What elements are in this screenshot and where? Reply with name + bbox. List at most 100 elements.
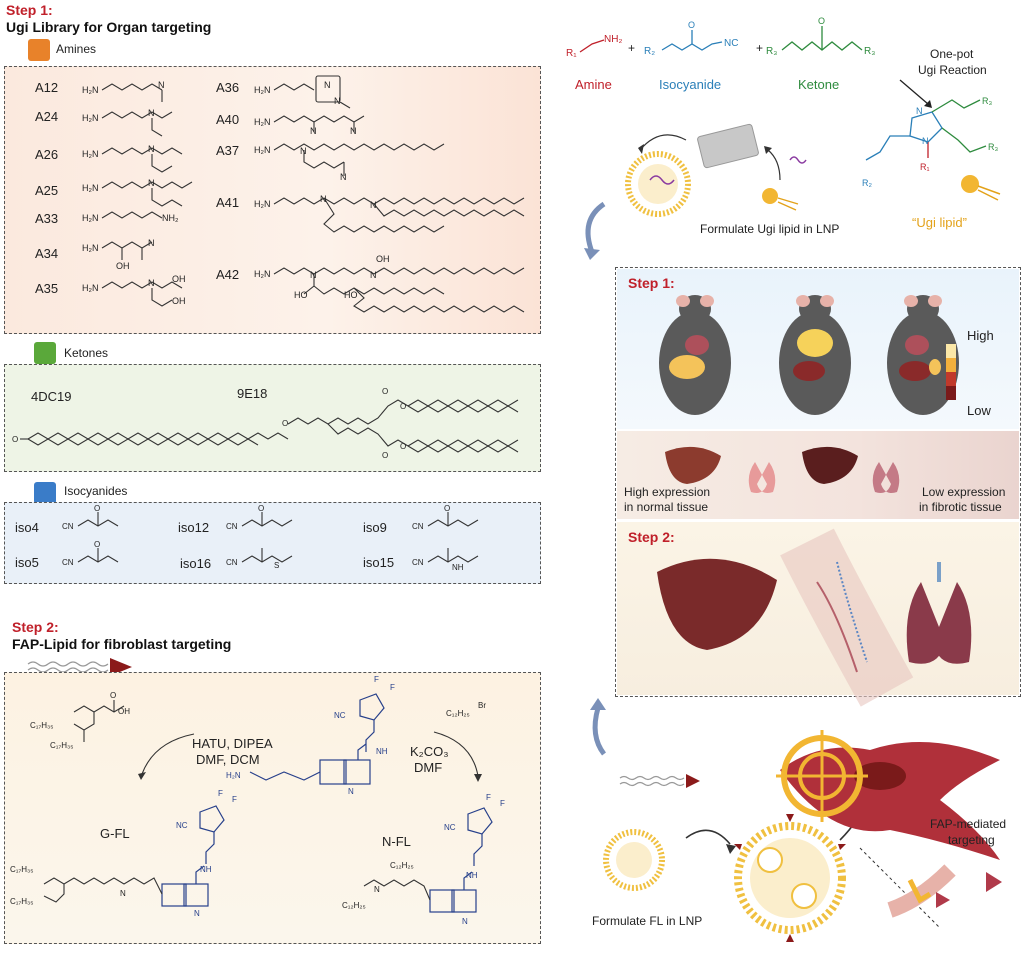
- svg-text:H₂N: H₂N: [82, 149, 99, 159]
- svg-text:H₂N: H₂N: [82, 85, 99, 95]
- svg-text:CN: CN: [62, 558, 74, 567]
- svg-text:NH₂: NH₂: [162, 213, 179, 223]
- svg-text:CN: CN: [226, 558, 238, 567]
- svg-text:R₃: R₃: [766, 46, 777, 57]
- condition-right-2: DMF: [414, 760, 443, 775]
- svg-text:NH: NH: [200, 865, 212, 874]
- svg-text:F: F: [486, 793, 491, 802]
- svg-text:F: F: [500, 799, 505, 808]
- onepot-label-1: One-pot: [930, 47, 974, 61]
- isocyanide-reagent-label: Isocyanide: [659, 77, 722, 92]
- svg-text:R₃: R₃: [982, 96, 992, 106]
- svg-text:N: N: [916, 106, 923, 116]
- svg-text:C₁₂H₂₅: C₁₂H₂₅: [390, 861, 414, 870]
- svg-text:R₃: R₃: [864, 46, 875, 57]
- svg-text:C₁₂H₂₅: C₁₂H₂₅: [342, 901, 366, 910]
- flow-arrow-icon: [584, 201, 606, 260]
- legend-low: Low: [967, 403, 991, 418]
- svg-text:H₂N: H₂N: [82, 283, 99, 293]
- isocyanide-label: iso9: [363, 520, 387, 535]
- svg-text:N: N: [370, 270, 377, 280]
- svg-text:O: O: [110, 691, 116, 700]
- svg-text:C₁₇H₃₅: C₁₇H₃₅: [30, 721, 53, 730]
- svg-text:N: N: [922, 136, 929, 146]
- svg-text:Br: Br: [478, 701, 486, 710]
- right-step2-label: Step 2:: [628, 529, 675, 545]
- svg-text:N: N: [148, 238, 155, 248]
- isocyanide-label: iso16: [180, 556, 212, 571]
- svg-text:N: N: [148, 144, 155, 154]
- svg-text:OH: OH: [376, 254, 390, 264]
- svg-text:C₁₇H₃₅: C₁₇H₃₅: [50, 741, 73, 750]
- low-expression-2: in fibrotic tissue: [919, 500, 1002, 514]
- svg-text:N: N: [194, 909, 200, 918]
- amine-label: A24: [35, 109, 59, 124]
- condition-left-2: DMF, DCM: [196, 752, 260, 767]
- svg-text:R₃: R₃: [988, 142, 998, 152]
- svg-text:O: O: [400, 402, 406, 411]
- svg-text:H₂N: H₂N: [82, 243, 99, 253]
- isocyanide-label: iso15: [363, 555, 395, 570]
- svg-text:O: O: [258, 504, 264, 513]
- svg-text:N: N: [310, 126, 317, 136]
- svg-text:OH: OH: [172, 274, 186, 284]
- amine-label: A33: [35, 211, 59, 226]
- isocyanide-label: iso4: [15, 520, 39, 535]
- svg-text:N: N: [350, 126, 357, 136]
- isocyanides-tag: Isocyanides: [64, 484, 128, 498]
- amine-label: A12: [35, 80, 59, 95]
- legend-high: High: [967, 328, 994, 343]
- svg-text:R₂: R₂: [862, 178, 872, 188]
- svg-text:HO: HO: [344, 290, 358, 300]
- svg-text:NC: NC: [176, 821, 188, 830]
- svg-text:H₂N: H₂N: [254, 199, 271, 209]
- step1-label: Step 1:: [6, 2, 53, 18]
- amine-label: A26: [35, 147, 59, 162]
- svg-text:H₂N: H₂N: [254, 269, 271, 279]
- svg-text:NH: NH: [452, 563, 464, 572]
- svg-text:+: +: [628, 41, 635, 55]
- svg-text:O: O: [94, 540, 100, 549]
- svg-text:O: O: [688, 20, 695, 30]
- svg-text:N: N: [348, 787, 354, 796]
- svg-text:H₂N: H₂N: [254, 85, 271, 95]
- fibrotic-organs-icons: [657, 528, 972, 707]
- amine-label: A41: [216, 195, 240, 210]
- svg-text:NC: NC: [444, 823, 456, 832]
- condition-right-1: K₂CO₃: [410, 744, 449, 759]
- svg-text:N: N: [310, 270, 317, 280]
- amine-label: A37: [216, 143, 240, 158]
- ugi-lnp-formulation: [625, 123, 807, 217]
- svg-text:O: O: [382, 387, 388, 396]
- svg-text:N: N: [120, 889, 126, 898]
- svg-text:H₂N: H₂N: [82, 183, 99, 193]
- step1-title: Ugi Library for Organ targeting: [6, 19, 212, 35]
- svg-text:N: N: [374, 885, 380, 894]
- fap-targeting-1: FAP-mediated: [930, 817, 1007, 831]
- svg-text:+: +: [756, 41, 763, 55]
- onepot-label-2: Ugi Reaction: [918, 63, 987, 77]
- svg-text:N: N: [340, 172, 347, 182]
- amine-reagent-label: Amine: [575, 77, 612, 92]
- svg-text:CN: CN: [226, 522, 238, 531]
- organ-expression-icons: [665, 446, 900, 493]
- formulate-ugi-label: Formulate Ugi lipid in LNP: [700, 222, 840, 236]
- svg-text:C₁₂H₂₅: C₁₂H₂₅: [446, 709, 470, 718]
- gfl-label: G-FL: [100, 826, 130, 841]
- svg-text:HO: HO: [294, 290, 308, 300]
- svg-text:H₂N: H₂N: [82, 213, 99, 223]
- amine-structures: H₂N N H₂N N H₂N N H₂N N H₂N NH₂ H₂N N OH H₂N N OH…: [82, 75, 525, 313]
- ketone-label: 9E18: [237, 386, 268, 401]
- svg-text:O: O: [282, 419, 288, 428]
- ugi-reaction-scheme: R₁ NH₂ + R₂ O NC + O R₃ R₃ R₁ R₂ R₃ R₃ N…: [566, 16, 1001, 201]
- nfl-label: N-FL: [382, 834, 411, 849]
- amine-label: A35: [35, 281, 59, 296]
- amine-label: A42: [216, 267, 240, 282]
- condition-left-1: HATU, DIPEA: [192, 736, 273, 751]
- svg-text:O: O: [12, 435, 18, 444]
- formulate-fl-label: Formulate FL in LNP: [592, 914, 703, 928]
- svg-text:C₁₇H₃₅: C₁₇H₃₅: [10, 897, 33, 906]
- svg-text:N: N: [158, 80, 165, 90]
- svg-text:N: N: [324, 80, 331, 90]
